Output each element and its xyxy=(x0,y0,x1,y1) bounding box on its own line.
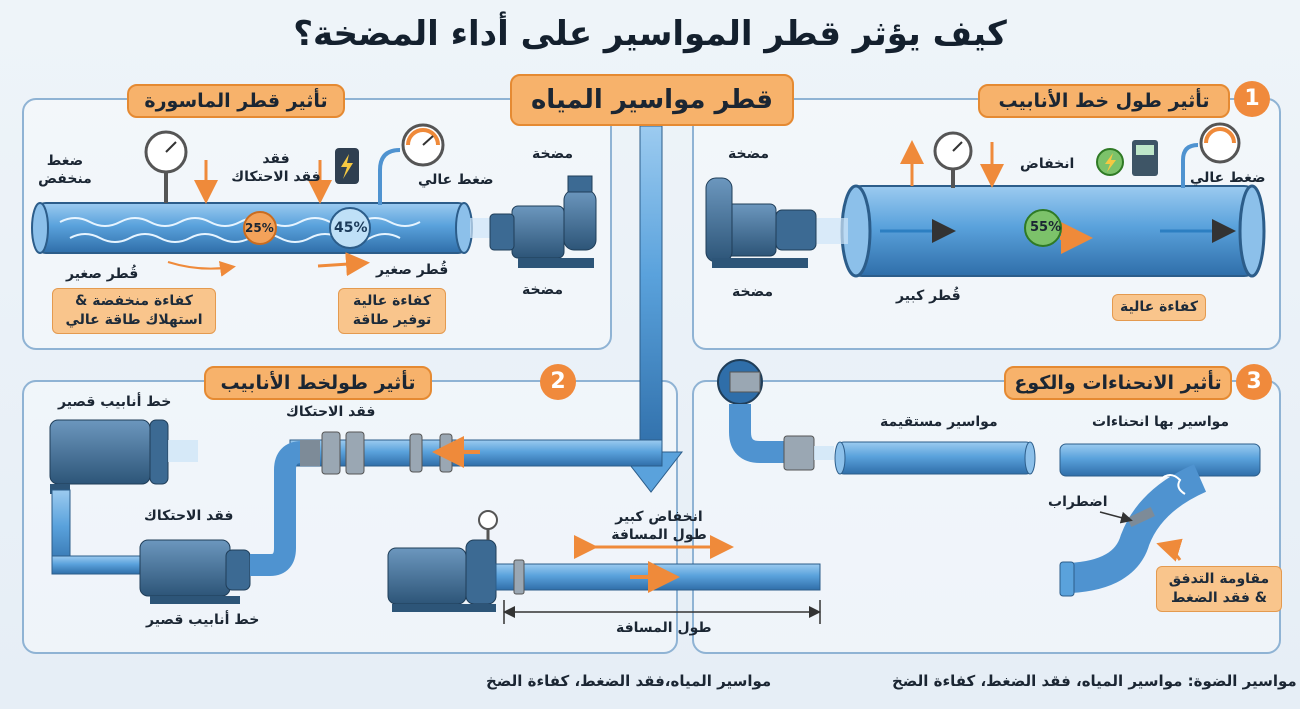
gauge-high-pressure-tr xyxy=(1181,122,1241,188)
gauge-high-pressure-tl xyxy=(378,123,445,205)
elbow-fitting xyxy=(717,359,834,471)
note-high-efficiency-tr: كفاءة عالية xyxy=(1112,294,1206,321)
label-friction-loss-top: فقد الاحتكاك xyxy=(286,404,376,420)
energy-meter-icon xyxy=(335,148,359,184)
label-pump-tl-top: مضخة xyxy=(532,146,574,162)
label-high-pressure-tr: ضغط عالي xyxy=(1190,170,1266,186)
label-low-pressure: ضغط منخفض xyxy=(38,153,92,187)
value-efficiency-25: 25% xyxy=(245,221,274,235)
pump-top-right xyxy=(705,177,817,268)
page-title: كيف يؤثر قطر المواسير على أداء المضخة؟ xyxy=(293,14,1007,54)
lightning-icon xyxy=(1096,148,1124,176)
long-pipeline-bottom xyxy=(387,510,821,624)
label-small-diameter-2: قُطر صغير xyxy=(376,262,449,278)
gauge-low-pressure xyxy=(144,130,188,203)
footer-right: مواسير الضوة: مواسير المياه، فقد الضغط، … xyxy=(892,672,1297,690)
label-drop: انخفاض xyxy=(1020,156,1075,172)
label-high-pressure-tl: ضغط عالي xyxy=(418,172,494,188)
note-high-efficiency: كفاءة عالية توفير طاقة xyxy=(338,288,446,334)
note-low-efficiency: كفاءة منخفضة & استهلاك طاقة عالي xyxy=(52,288,216,334)
label-pump-tl-bottom: مضخة xyxy=(522,282,564,298)
pump-top-left xyxy=(489,175,597,268)
digital-meter-icon xyxy=(1132,140,1158,176)
badge-2: 2 xyxy=(540,364,576,400)
label-turbulence: اضطراب xyxy=(1048,494,1108,510)
center-title: قطر مواسير المياه xyxy=(530,85,774,115)
heading-bends-elbows: تأثير الانحناءات والكوع xyxy=(1004,366,1232,400)
gauge-mid-tr xyxy=(933,131,973,188)
badge-3: 3 xyxy=(1236,364,1272,400)
heading-pipeline-length-1: تأثير طول خط الأنابيب xyxy=(978,84,1230,118)
label-straight-pipes: مواسير مستقيمة xyxy=(880,414,998,430)
label-small-diameter-1: قُطر صغير xyxy=(66,266,139,282)
short-pipeline-left xyxy=(49,419,480,604)
label-short-line-top: خط أنابيب قصير xyxy=(58,394,172,410)
straight-pipe xyxy=(834,441,1036,475)
note-flow-resistance: مقاومة التدفق & فقد الضغط xyxy=(1156,566,1282,612)
label-short-line-bottom: خط أنابيب قصير xyxy=(146,612,260,628)
label-friction-loss: فقد فقد الاحتكاك xyxy=(231,151,321,185)
value-efficiency-55: 55% xyxy=(1030,220,1062,235)
label-friction-loss-left: فقد الاحتكاك xyxy=(144,508,234,524)
label-big-drop: انخفاض كبير طول المسافة xyxy=(611,509,707,543)
label-pump-tr-top: مضخة xyxy=(728,146,770,162)
bent-pipe xyxy=(1059,443,1261,597)
label-distance: طول المسافة xyxy=(616,620,712,636)
label-large-diameter: قُطر كبير xyxy=(896,288,961,304)
heading-pipeline-length-2: تأثير طولخط الأنابيب xyxy=(204,366,432,400)
label-pump-tr-bottom: مضخة xyxy=(732,284,774,300)
label-bent-pipes: مواسير بها انحناءات xyxy=(1092,414,1230,430)
center-title-pill: قطر مواسير المياه xyxy=(510,74,794,126)
heading-pipe-diameter: تأثير قطر الماسورة xyxy=(127,84,345,118)
badge-1: 1 xyxy=(1234,81,1270,117)
footer-left: مواسير المياه،فقد الضغط، كفاءة الضخ xyxy=(486,672,772,690)
value-efficiency-45: 45% xyxy=(334,220,368,236)
